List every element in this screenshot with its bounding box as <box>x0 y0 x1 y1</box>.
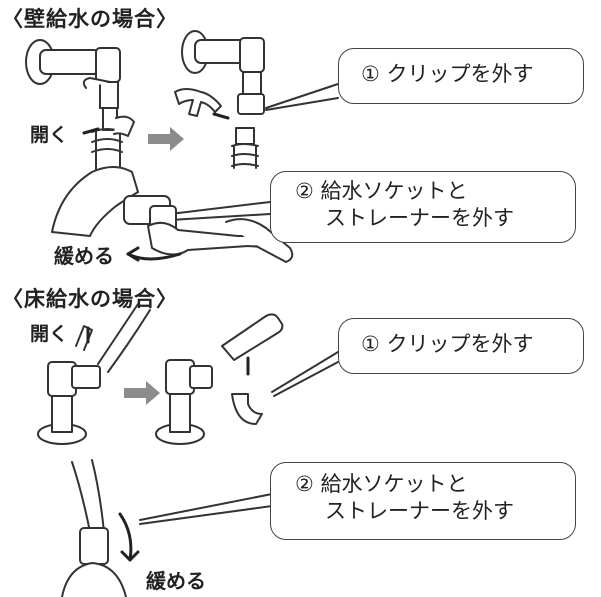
section-heading-wall: 〈壁給水の場合〉 <box>2 7 178 31</box>
wall-faucet-detached-figure <box>174 30 265 169</box>
open-direction-arrow-1 <box>82 127 100 135</box>
callout-leader-4 <box>139 493 273 525</box>
callout-step2-wall: ② 給水ソケットと ストレーナーを外す <box>270 171 576 243</box>
callout-step1-floor: ① クリップを外す <box>338 318 584 374</box>
callout-leader-1 <box>265 83 339 111</box>
floor-faucet-open-figure <box>37 303 151 445</box>
callout-leader-3 <box>271 351 339 397</box>
callout-step2-floor-line1: ② 給水ソケットと <box>295 472 468 496</box>
open-label-wall: 開く <box>30 124 69 146</box>
wrench-hand-figure-1 <box>51 166 294 263</box>
step-arrow-1 <box>148 127 184 151</box>
step-arrow-2 <box>124 381 160 405</box>
callout-step1-floor-text: ① クリップを外す <box>361 332 534 356</box>
callout-step1-text: ① クリップを外す <box>361 62 534 86</box>
callout-step2-floor: ② 給水ソケットと ストレーナーを外す <box>270 462 576 540</box>
callout-step2-line1: ② 給水ソケットと <box>295 179 468 203</box>
callout-step2-line2: ストレーナーを外す <box>325 206 514 230</box>
wrench-hand-figure-2 <box>61 459 127 597</box>
clip-direction-arrow <box>212 112 230 120</box>
callout-step2-floor-line2: ストレーナーを外す <box>325 499 514 523</box>
section-heading-floor: 〈床給水の場合〉 <box>2 287 178 311</box>
wall-faucet-open-figure <box>25 39 135 173</box>
callout-leader-2 <box>169 201 271 221</box>
callout-step1-wall: ① クリップを外す <box>338 48 584 104</box>
loosen-label-wall: 緩める <box>54 244 114 268</box>
floor-faucet-detached-figure <box>155 313 284 445</box>
open-label-floor: 開く <box>30 323 69 345</box>
loosen-arrow-2 <box>118 512 133 562</box>
loosen-label-floor: 緩める <box>146 569 206 593</box>
